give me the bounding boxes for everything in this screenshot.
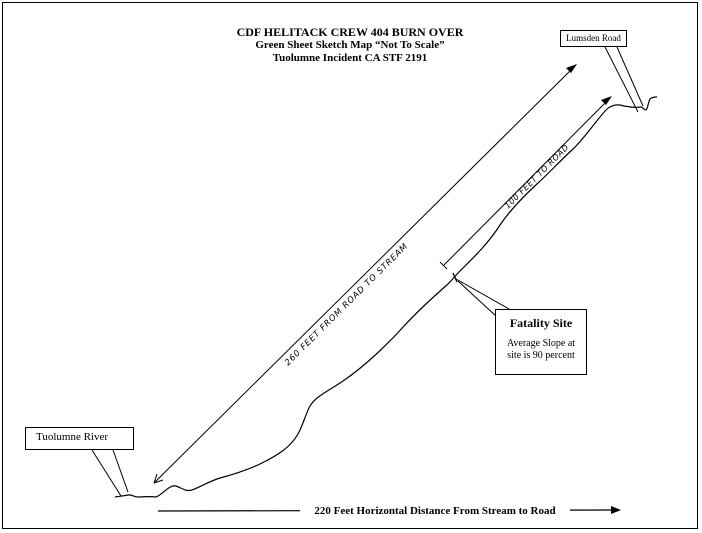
upper-arrow-head xyxy=(601,96,612,105)
fatality-site-title: Fatality Site xyxy=(509,316,573,330)
slope-arrow-head-bottom xyxy=(153,473,164,484)
tuolumne-river-label-box: Tuolumne River xyxy=(25,427,134,450)
river-callout-line-1 xyxy=(91,449,122,497)
lumsden-road-label: Lumsden Road xyxy=(566,33,621,43)
title-line-2: Green Sheet Sketch Map “Not To Scale” xyxy=(255,39,445,51)
slope-arrow-head-top xyxy=(566,64,577,73)
fatality-site-marker xyxy=(452,272,458,283)
river-callout-line-2 xyxy=(112,449,129,493)
tuolumne-river-label: Tuolumne River xyxy=(36,431,109,443)
title-block: CDF HELITACK CREW 404 BURN OVER Green Sh… xyxy=(200,26,500,65)
slope-distance-arrow-line xyxy=(153,66,575,484)
lumsden-road-label-box: Lumsden Road xyxy=(560,30,627,47)
title-line-1: CDF HELITACK CREW 404 BURN OVER xyxy=(236,25,464,39)
road-callout-line-1 xyxy=(604,46,639,113)
horizontal-arrow-head xyxy=(611,506,621,514)
road-callout-line-2 xyxy=(616,46,644,107)
title-line-3: Tuolumne Incident CA STF 2191 xyxy=(272,52,428,64)
fatality-callout-line-1 xyxy=(455,278,510,310)
slope-profile-line xyxy=(114,96,658,498)
horizontal-distance-label: 220 Feet Horizontal Distance From Stream… xyxy=(300,505,570,517)
fatality-site-box: Fatality Site Average Slope at site is 9… xyxy=(495,309,587,375)
upper-distance-arrow-line xyxy=(443,98,610,266)
fatality-site-note: Average Slope at site is 90 percent xyxy=(506,338,576,361)
slope-distance-label: 260 FEET FROM ROAD TO STREAM xyxy=(283,241,410,368)
fatality-callout-line-2 xyxy=(457,280,498,318)
upper-arrow-tick xyxy=(439,261,448,270)
upper-distance-label: 100 FEET TO ROAD xyxy=(503,143,571,211)
